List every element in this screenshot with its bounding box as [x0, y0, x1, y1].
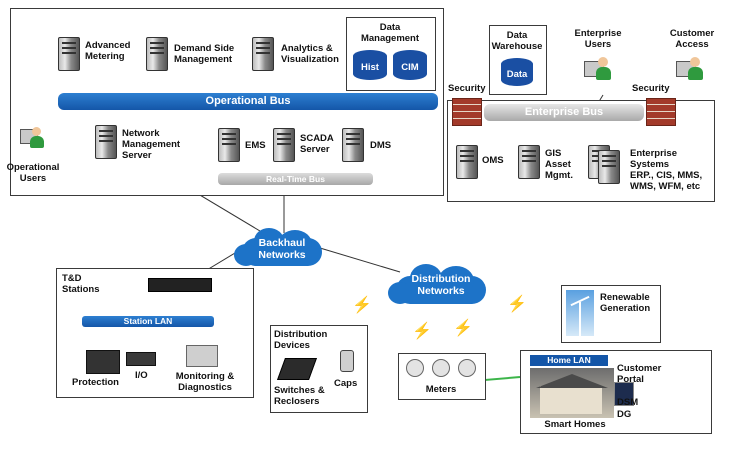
caps-label: Caps	[334, 378, 358, 389]
capacitor-icon	[340, 350, 354, 372]
switches-label: Switches & Reclosers	[274, 385, 325, 407]
house-icon	[530, 368, 614, 418]
operational-user-icon	[20, 125, 44, 149]
data-management-title: Data Management	[360, 22, 420, 44]
dsm-label: DSM	[617, 397, 639, 408]
station-lan-bus: Station LAN	[82, 316, 214, 327]
nms-server-icon	[95, 125, 117, 159]
enterprise-user-icon	[584, 55, 612, 83]
dg-label: DG	[617, 409, 632, 420]
meter-icon	[458, 359, 476, 377]
enterprise-bus: Enterprise Bus	[484, 104, 644, 121]
customer-portal-label: Customer Portal	[617, 363, 662, 385]
ems-label: EMS	[245, 140, 266, 151]
solar-panel-icon	[614, 382, 634, 406]
hist-label: Hist	[361, 62, 379, 73]
customer-access-label: Customer Access	[669, 28, 715, 50]
data-warehouse-title: Data Warehouse	[491, 30, 543, 52]
wind-turbine-icon	[566, 290, 594, 336]
demand-side-label: Demand Side Management	[174, 43, 235, 65]
protection-device-icon	[86, 350, 120, 374]
data-warehouse-database-icon	[501, 58, 533, 86]
monitoring-label: Monitoring & Diagnostics	[175, 371, 235, 393]
smart-homes-label: Smart Homes	[544, 419, 606, 430]
backhaul-distribution-line	[319, 247, 401, 273]
operational-bus: Operational Bus	[58, 93, 438, 110]
scada-label: SCADA Server	[300, 133, 334, 155]
customer-user-icon	[676, 55, 704, 83]
enterprise-systems-label: Enterprise Systems ERP., CIS, MMS, WMS, …	[630, 148, 703, 192]
scada-server-icon	[273, 128, 295, 162]
renewable-label: Renewable Generation	[600, 292, 651, 314]
security-left-label: Security	[448, 83, 486, 94]
nms-label: Network Management Server	[122, 128, 181, 161]
td-stations-box	[56, 268, 254, 398]
td-stations-title: T&D Stations	[62, 273, 100, 295]
oms-server-icon	[456, 145, 478, 179]
wireless-link-icon: ⚡	[453, 320, 473, 337]
io-label: I/O	[135, 370, 148, 381]
analytics-label: Analytics & Visualization	[281, 43, 339, 65]
enterprise-users-label: Enterprise Users	[574, 28, 622, 50]
gis-server-icon	[518, 145, 540, 179]
firewall-right-icon	[646, 98, 676, 126]
monitoring-device-icon	[186, 345, 218, 367]
wireless-link-icon: ⚡	[412, 323, 432, 340]
analytics-server-icon	[252, 37, 274, 71]
home-lan-bus: Home LAN	[530, 355, 608, 366]
hist-database-icon	[353, 50, 387, 80]
meters-label: Meters	[425, 384, 457, 395]
firewall-left-icon	[452, 98, 482, 126]
demand-side-server-icon	[146, 37, 168, 71]
realtime-bus: Real-Time Bus	[218, 173, 373, 185]
advanced-metering-server-icon	[58, 37, 80, 71]
meter-icon	[432, 359, 450, 377]
backhaul-label: Backhaul Networks	[258, 237, 306, 261]
wireless-link-icon: ⚡	[507, 296, 527, 313]
advanced-metering-label: Advanced Metering	[85, 40, 131, 62]
gis-label: GIS Asset Mgmt.	[545, 148, 573, 181]
security-right-label: Security	[632, 83, 670, 94]
distribution-label: Distribution Networks	[411, 273, 471, 297]
oms-label: OMS	[482, 155, 504, 166]
meter-icon	[406, 359, 424, 377]
protection-label: Protection	[72, 377, 119, 388]
io-device-icon	[126, 352, 156, 366]
backhaul-cloud-icon	[234, 226, 330, 270]
data-label: Data	[506, 69, 528, 80]
cim-database-icon	[393, 50, 427, 80]
operational-users-label: Operational Users	[6, 162, 60, 184]
wireless-link-icon: ⚡	[352, 297, 372, 314]
station-switch-icon	[148, 278, 212, 292]
ems-server-icon	[218, 128, 240, 162]
distribution-devices-title: Distribution Devices	[274, 329, 328, 351]
cim-label: CIM	[401, 62, 419, 73]
dms-server-icon	[342, 128, 364, 162]
enterprise-systems-server-icon-2	[598, 150, 620, 184]
distribution-cloud-icon	[388, 262, 494, 308]
dms-label: DMS	[370, 140, 392, 151]
